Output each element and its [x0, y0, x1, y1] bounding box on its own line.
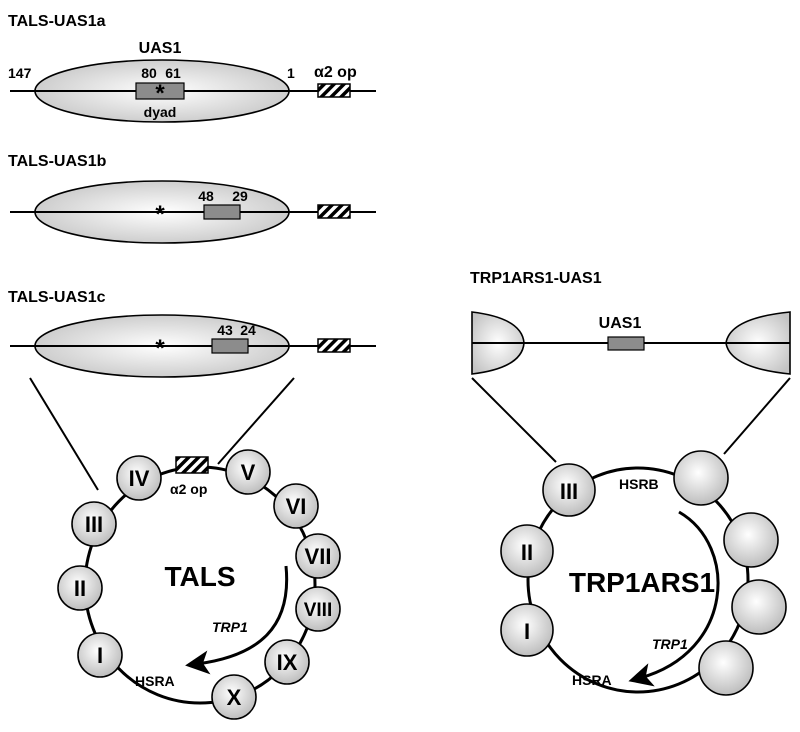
trp1ars1-trp1-label: TRP1	[652, 636, 688, 652]
panel-b-title: TALS-UAS1b	[8, 153, 107, 170]
svg-text:IV: IV	[129, 466, 150, 491]
nucleosome-IV: IV	[116, 455, 162, 501]
trp1ars1-hsrb-label: HSRB	[619, 476, 659, 492]
tals-alpha2-operator-box	[175, 456, 209, 474]
panel-tals-uas1a: TALS-UAS1a UAS1 80 61 * dyad 147 1 α2 op	[8, 13, 376, 123]
svg-text:III: III	[85, 512, 103, 537]
nucleosome-unlabeled-3	[731, 579, 787, 635]
nucleosome-I-trp: I	[500, 603, 554, 657]
box-b-left-number: 48	[198, 188, 214, 204]
tals-trp1-label: TRP1	[212, 619, 248, 635]
uas1-box-a	[135, 82, 185, 100]
nucleosome-IX: IX	[264, 639, 310, 685]
svg-text:I: I	[97, 643, 103, 668]
trp-zoom-line-left	[471, 377, 557, 463]
tals-alpha2-operator-label: α2 op	[170, 481, 207, 497]
panel-a-uas1-label: UAS1	[139, 40, 182, 57]
nucleosome-III-trp: III	[542, 463, 596, 517]
tals-trp1-arrow	[185, 565, 289, 675]
svg-text:II: II	[521, 540, 533, 565]
nucleosome-X: X	[211, 674, 257, 720]
svg-text:VIII: VIII	[304, 600, 333, 621]
nucleosome-unlabeled-2	[723, 512, 779, 568]
dyad-label: dyad	[144, 104, 177, 120]
alpha2-operator-box-b	[317, 204, 351, 219]
dyad-star-b: *	[155, 201, 165, 228]
nucleosome-III-tals: III	[71, 501, 117, 547]
dyad-star-a: *	[155, 80, 165, 107]
svg-text:VI: VI	[286, 494, 307, 519]
alpha2-operator-box-a	[317, 83, 351, 98]
nucleosome-VII: VII	[295, 533, 341, 579]
alpha2-operator-label-a: α2 op	[314, 64, 357, 81]
box-c-left-number: 43	[217, 322, 233, 338]
panel-tals-uas1b: TALS-UAS1b * 48 29	[8, 153, 376, 244]
panel-trp-title: TRP1ARS1-UAS1	[470, 270, 602, 287]
trp-uas1-label: UAS1	[599, 315, 642, 332]
svg-text:VII: VII	[305, 544, 332, 569]
nucleosome-VI: VI	[273, 483, 319, 529]
trp1ars1-trp1-arrow	[628, 510, 720, 687]
box-a-right-number: 61	[165, 65, 181, 81]
tals-hsra-label: HSRA	[135, 673, 175, 689]
box-a-left-number: 80	[141, 65, 157, 81]
nucleosome-unlabeled-4	[698, 640, 754, 696]
nucleosome-II-trp: II	[500, 524, 554, 578]
svg-text:II: II	[74, 576, 86, 601]
svg-text:V: V	[241, 460, 256, 485]
trp-zoom-line-right	[723, 377, 791, 455]
box-c-right-number: 24	[240, 322, 256, 338]
panel-c-title: TALS-UAS1c	[8, 289, 106, 306]
zoom-line-right	[217, 377, 295, 465]
nucleosome-VIII: VIII	[295, 586, 341, 632]
left-number-147: 147	[8, 65, 32, 81]
nucleosome-unlabeled-1	[673, 450, 729, 506]
nucleosome-I-tals: I	[77, 632, 123, 678]
zoom-line-left	[29, 377, 99, 491]
svg-text:III: III	[560, 479, 578, 504]
uas1-box-b	[203, 204, 241, 220]
dyad-star-c: *	[155, 335, 165, 362]
tals-plasmid: α2 op IV V VI VII VIII IX X	[29, 377, 341, 720]
alpha2-operator-box-c	[317, 338, 351, 353]
panel-trp1ars1-uas1: TRP1ARS1-UAS1 UAS1	[470, 270, 791, 375]
svg-text:X: X	[227, 685, 242, 710]
nucleosome-V: V	[225, 449, 271, 495]
nucleosome-II-tals: II	[57, 565, 103, 611]
trp1ars1-plasmid-name: TRP1ARS1	[569, 567, 715, 598]
svg-text:I: I	[524, 619, 530, 644]
right-number-1: 1	[287, 65, 295, 81]
trp1ars1-hsra-label: HSRA	[572, 672, 612, 688]
panel-tals-uas1c: TALS-UAS1c * 43 24	[8, 289, 376, 378]
uas1-box-c	[211, 338, 249, 354]
svg-text:IX: IX	[277, 650, 298, 675]
panel-a-title: TALS-UAS1a	[8, 13, 106, 30]
box-b-right-number: 29	[232, 188, 248, 204]
trp1ars1-plasmid: III II I TRP1 HSRA HSRB TRP1ARS1	[471, 377, 791, 696]
trp1ars1-ring	[526, 466, 750, 694]
tals-plasmid-name: TALS	[164, 561, 235, 592]
uas1-box-trp	[607, 336, 645, 351]
